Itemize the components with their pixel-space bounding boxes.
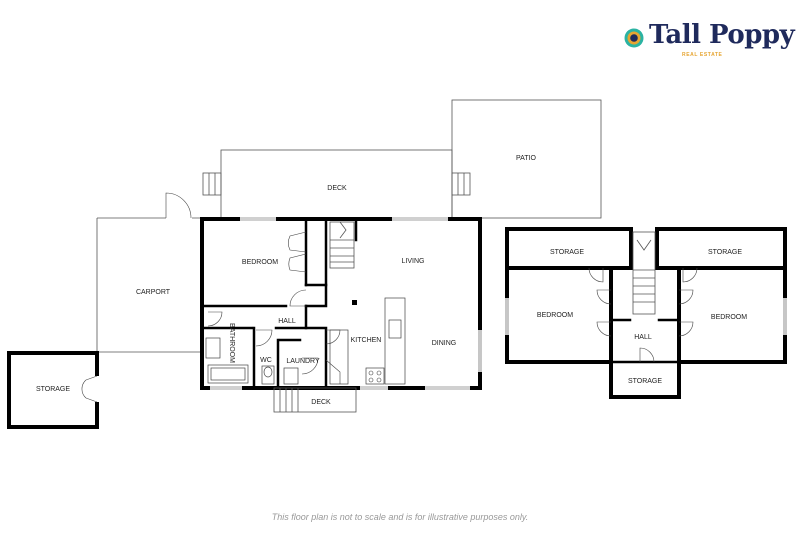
storage-door xyxy=(81,375,100,403)
deck-steps-left xyxy=(202,172,222,196)
interior-walls xyxy=(200,217,358,390)
label-deck-lower: DECK xyxy=(311,399,331,406)
label-deck-upper: DECK xyxy=(327,185,347,192)
label-upper-hall: HALL xyxy=(634,334,652,341)
carport-door xyxy=(165,192,192,219)
label-dining: DINING xyxy=(432,340,457,347)
disclaimer-text: This floor plan is not to scale and is f… xyxy=(271,512,529,522)
room-labels: PATIO DECK CARPORT STORAGE BEDROOM LIVIN… xyxy=(36,155,747,406)
house-outer-walls xyxy=(200,217,482,390)
carport-area xyxy=(96,217,201,353)
tall-poppy-logo-icon xyxy=(624,28,644,48)
label-upper-storage-bottom: STORAGE xyxy=(628,378,662,385)
brand-tagline: REAL ESTATE xyxy=(682,52,723,58)
interior-doors xyxy=(207,231,341,384)
upper-windows xyxy=(505,298,787,335)
label-carport: CARPORT xyxy=(136,289,171,296)
bathroom-fixtures xyxy=(205,337,299,385)
label-upper-storage-left: STORAGE xyxy=(550,249,584,256)
label-laundry: LAUNDRY xyxy=(286,358,320,365)
label-upper-bedroom-right: BEDROOM xyxy=(711,314,747,321)
label-storage-outbuilding: STORAGE xyxy=(36,386,70,393)
column-post xyxy=(352,300,357,305)
stairs-ground xyxy=(329,221,355,269)
brand-name: Tall Poppy xyxy=(649,20,795,50)
upper-doors xyxy=(588,267,698,363)
deck-lower-area xyxy=(273,387,357,413)
windows xyxy=(210,217,482,390)
label-kitchen: KITCHEN xyxy=(351,337,382,344)
kitchen-benches xyxy=(329,297,406,385)
stairs-upper xyxy=(632,231,656,315)
label-living: LIVING xyxy=(402,258,425,265)
label-bathroom: BATHROOM xyxy=(228,323,235,363)
label-upper-storage-right: STORAGE xyxy=(708,249,742,256)
label-wc: WC xyxy=(260,357,272,364)
label-upper-bedroom-left: BEDROOM xyxy=(537,312,573,319)
deck-steps-right xyxy=(451,172,471,196)
label-bedroom: BEDROOM xyxy=(242,259,278,266)
label-hall: HALL xyxy=(278,318,296,325)
label-patio: PATIO xyxy=(516,155,537,162)
